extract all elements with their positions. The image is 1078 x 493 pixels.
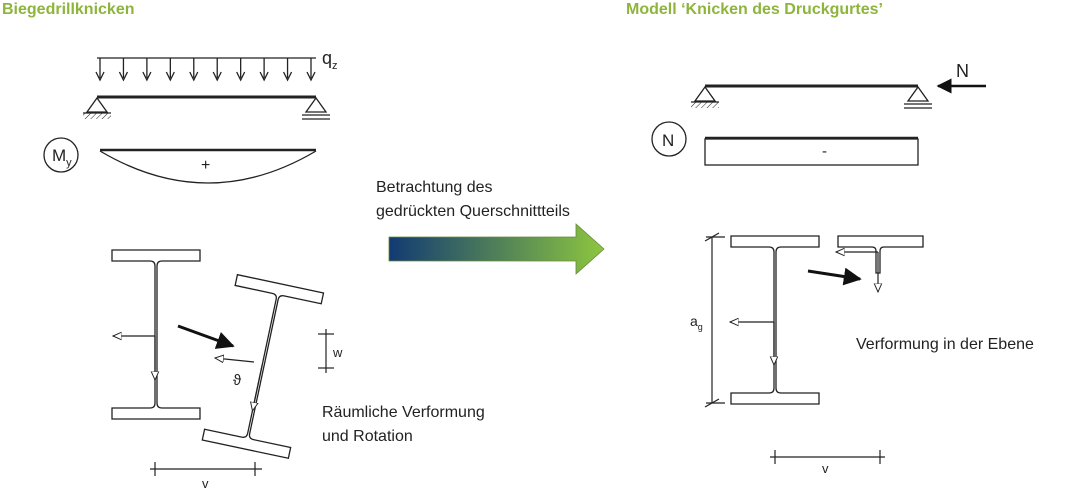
t-section bbox=[837, 235, 924, 274]
axial-force-label: N bbox=[956, 61, 969, 81]
normal-force-circle bbox=[651, 121, 687, 157]
dimension-w-label: w bbox=[332, 345, 343, 360]
load-arrow-head bbox=[189, 71, 199, 82]
dimension-w bbox=[318, 329, 334, 373]
load-arrow-head bbox=[118, 71, 129, 82]
transform-arrow-left bbox=[177, 324, 235, 349]
i-section-original bbox=[111, 249, 201, 420]
dimension-v-right bbox=[770, 450, 885, 464]
i-section-rotated bbox=[201, 273, 325, 460]
dimension-ag-label: ag bbox=[690, 313, 703, 332]
transition-arrow bbox=[388, 223, 605, 275]
load-arrow-head bbox=[212, 71, 222, 82]
right-title: Modell ‘Knicken des Druckgurtes’ bbox=[626, 1, 883, 18]
normal-force-label: N bbox=[662, 131, 674, 150]
roller-support-right bbox=[304, 96, 328, 113]
transform-arrow-right bbox=[807, 267, 862, 286]
pin-support-right-panel bbox=[693, 85, 717, 102]
load-label: qz bbox=[322, 48, 338, 72]
load-arrow-head bbox=[142, 71, 152, 82]
transition-text-line2: gedrückten Querschnittteils bbox=[376, 203, 570, 220]
normal-force-sign: - bbox=[822, 143, 827, 160]
dimension-v-right-label: v bbox=[822, 461, 829, 476]
moment-circle bbox=[43, 137, 79, 173]
roller-support-right-panel bbox=[906, 85, 930, 102]
dimension-ag bbox=[704, 232, 725, 408]
right-caption: Verformung in der Ebene bbox=[856, 336, 1034, 353]
dimension-v-left-label: v bbox=[202, 476, 209, 491]
left-beam bbox=[83, 95, 330, 120]
left-title: Biegedrillknicken bbox=[2, 1, 135, 18]
load-arrow-head bbox=[95, 71, 105, 82]
distributed-load bbox=[95, 57, 316, 82]
load-arrow-head bbox=[236, 71, 246, 82]
transition-text-line1: Betrachtung des bbox=[376, 179, 493, 196]
normal-force-diagram bbox=[704, 136, 919, 166]
right-beam bbox=[691, 84, 932, 109]
i-section-right bbox=[730, 235, 820, 405]
moment-sign: + bbox=[201, 157, 210, 174]
dimension-v-left bbox=[150, 462, 262, 476]
moment-diagram bbox=[99, 148, 317, 184]
load-arrow-head bbox=[306, 71, 316, 82]
left-caption-line2: und Rotation bbox=[322, 428, 413, 445]
pin-support-left bbox=[85, 96, 109, 113]
load-arrow-head bbox=[259, 71, 269, 82]
load-arrow-head bbox=[282, 71, 293, 82]
rotated-deflection-arrow bbox=[215, 358, 255, 362]
rotation-symbol: ϑ bbox=[233, 372, 242, 389]
left-caption-line1: Räumliche Verformung bbox=[322, 404, 485, 421]
load-arrow-head bbox=[165, 71, 175, 82]
moment-label: My bbox=[52, 146, 72, 169]
